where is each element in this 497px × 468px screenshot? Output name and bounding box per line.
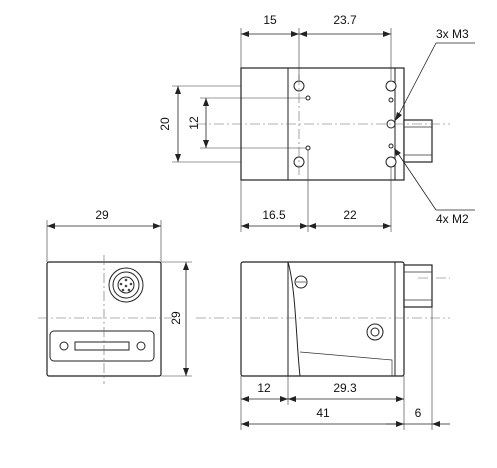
dim-bottom-16-5: 16.5	[262, 208, 286, 222]
side-view-body	[240, 261, 405, 377]
dim-left-20: 20	[158, 117, 172, 131]
dim-top-23-7: 23.7	[333, 13, 357, 27]
top-view-connector	[403, 119, 433, 163]
callout-4x-m2: 4x M2	[436, 212, 469, 226]
callout-3x-m3: 3x M3	[436, 27, 469, 41]
dim-connector-6: 6	[415, 406, 422, 420]
dim-bottom-22: 22	[343, 208, 357, 222]
side-view-connector	[403, 264, 433, 308]
dim-side-41: 41	[316, 406, 330, 420]
dim-top-15: 15	[263, 13, 277, 27]
dim-side-29-3: 29.3	[333, 381, 357, 395]
dim-front-29-width: 29	[95, 208, 109, 222]
dim-left-12: 12	[187, 116, 201, 130]
dim-front-29-height: 29	[169, 311, 183, 325]
dim-side-12: 12	[257, 381, 271, 395]
top-view: 15 23.7 20 12 16.5 22 3x M3	[158, 13, 475, 232]
side-view: 12 29.3 41 6	[196, 261, 450, 430]
front-view: 29 29	[38, 208, 192, 384]
